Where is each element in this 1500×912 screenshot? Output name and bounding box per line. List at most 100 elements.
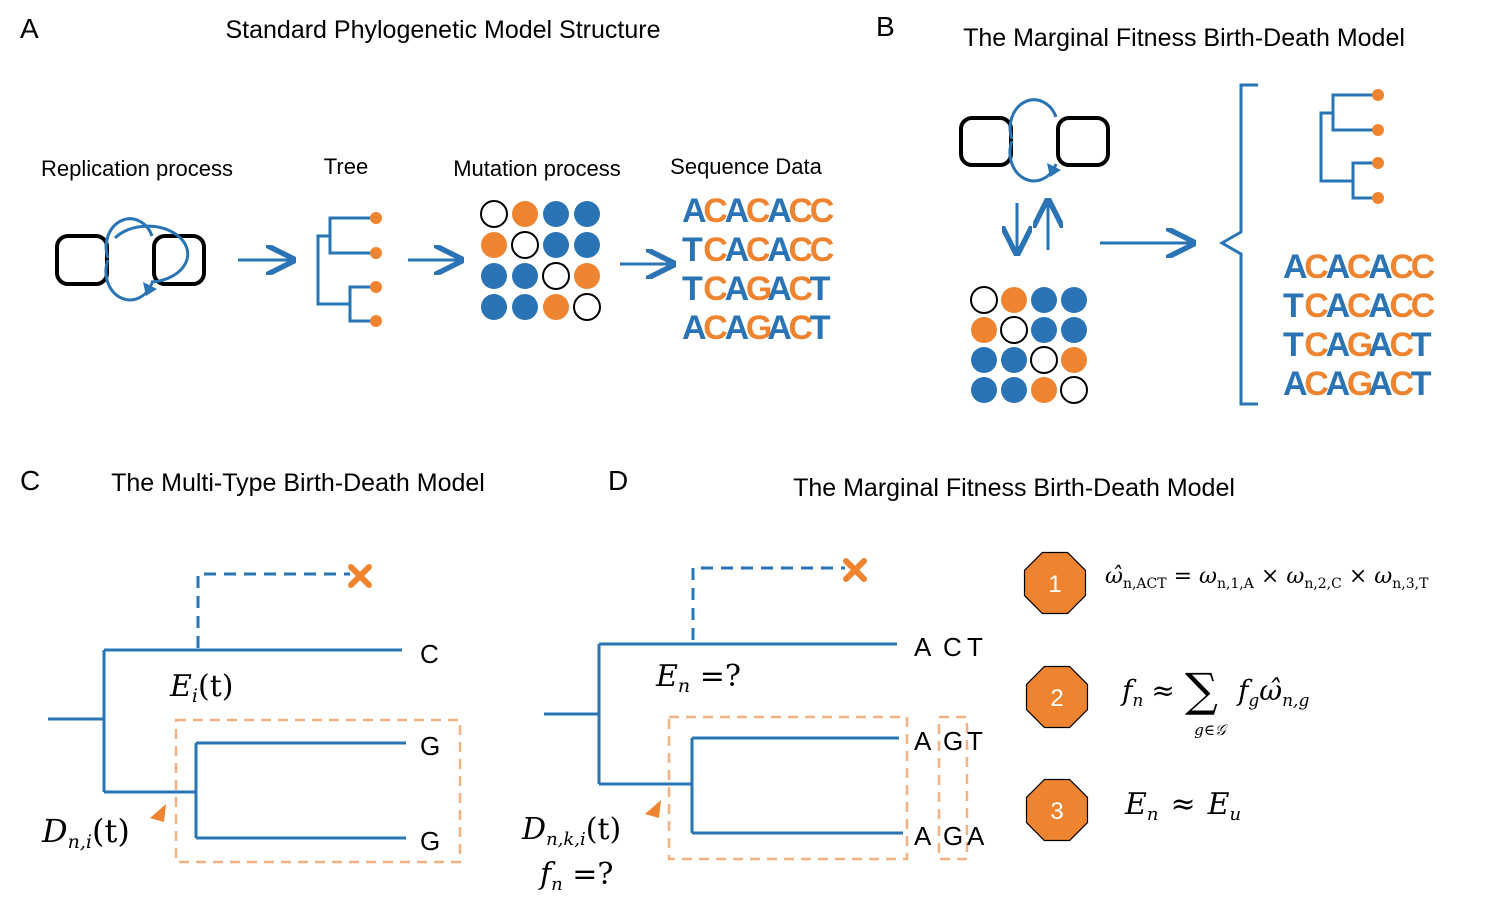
seq-b-letter: C: [1347, 287, 1372, 325]
seq-b-letter: C: [1411, 287, 1436, 325]
matrix-b-cell: [1001, 347, 1027, 373]
extinction-prob-label: Ei(t): [169, 669, 233, 707]
seq-a-letter: C: [746, 231, 771, 269]
step-2: 2 fn≈ ∑ g∈𝒢 fgω̂n,g: [1025, 663, 1309, 739]
seq-b-letter: A: [1283, 248, 1308, 286]
matrix-b-cell: [1061, 347, 1087, 373]
mutation-label: Mutation process: [453, 156, 621, 181]
equation-1: ω̂n,ACT=ωn,1,A×ωn,2,C×ωn,3,T: [1105, 564, 1429, 592]
seq-b-row: ACACACC: [1283, 248, 1435, 286]
seq-b-letter: A: [1368, 248, 1393, 286]
panel-d-title: The Marginal Fitness Birth-Death Model: [793, 474, 1235, 502]
seq-b-letter: C: [1304, 287, 1329, 325]
seq-b-letter: C: [1347, 248, 1372, 286]
seq-a-letter: A: [725, 231, 750, 269]
matrix-b-cell: [1001, 377, 1027, 403]
seq-b-letter: T: [1283, 287, 1304, 325]
seq-b-row: TCACACC: [1283, 287, 1435, 325]
seq-b-letter: C: [1390, 287, 1415, 325]
sum-symbol: ∑: [1185, 663, 1218, 717]
extinction-x-icon-d: [843, 558, 867, 582]
replication-cycle-icon-b: [959, 98, 1110, 183]
mutation-matrix: [480, 200, 601, 321]
extinction-unknown-label: En =?: [655, 659, 741, 697]
seq-a-letter: C: [789, 270, 814, 308]
seq-a-letter: G: [746, 309, 772, 347]
matrix-a-cell: [481, 263, 507, 289]
seq-b-letter: C: [1390, 248, 1415, 286]
tree-tips: [370, 212, 382, 327]
panel-a-letter: A: [20, 13, 39, 44]
step-number-1: 1: [1048, 571, 1061, 598]
matrix-a-cell: [573, 293, 601, 321]
highlight-box: [174, 718, 462, 864]
matrix-b-cell: [1031, 377, 1057, 403]
tree-label: Tree: [324, 154, 368, 179]
matrix-a-cell: [543, 294, 569, 320]
seq-b-letter: G: [1347, 365, 1373, 403]
seq-a-letter: A: [682, 309, 707, 347]
matrix-a-cell: [512, 263, 538, 289]
fitness-unknown-label: fn =?: [538, 857, 613, 895]
matrix-b-cell: [971, 377, 997, 403]
seq-b-letter: C: [1304, 326, 1329, 364]
matrix-a-cell: [574, 201, 600, 227]
seq-a-letter: C: [703, 270, 728, 308]
seq-a-letter: G: [746, 270, 772, 308]
tree-tips-b: [1372, 89, 1384, 204]
octagon-badge-2: [1025, 665, 1089, 729]
sum-subscript: g∈𝒢: [1194, 721, 1228, 739]
seq-a-letter: C: [703, 309, 728, 347]
matrix-b-cell: [1031, 287, 1057, 313]
extinct-lineage-d: [691, 566, 845, 640]
extinct-lineage: [196, 572, 350, 648]
seq-a-letter: C: [789, 231, 814, 269]
seq-b-letter: A: [1326, 326, 1351, 364]
matrix-b-cell: [1061, 287, 1087, 313]
matrix-a-cell: [512, 201, 538, 227]
matrix-b-cell: [1031, 317, 1057, 343]
seq-a-row: ACACACC: [682, 192, 834, 230]
octagon-badge-1: [1023, 551, 1087, 615]
matrix-b-cell: [1000, 316, 1028, 344]
tree-icon: [316, 216, 374, 323]
seq-a-letter: T: [682, 270, 703, 308]
seq-b-letter: C: [1304, 248, 1329, 286]
seq-a-letter: C: [703, 192, 728, 230]
tip-label-c3: G: [420, 826, 440, 856]
seq-b-letter: A: [1326, 365, 1351, 403]
step-number-2: 2: [1050, 685, 1063, 712]
seq-b-letter: C: [1411, 248, 1436, 286]
seq-b-letter: A: [1368, 365, 1393, 403]
seq-a-letter: A: [725, 309, 750, 347]
tree-d: [544, 642, 903, 835]
seq-a-letter: A: [725, 270, 750, 308]
seq-a-row: ACAGACT: [682, 309, 831, 347]
seq-b-letter: T: [1283, 326, 1304, 364]
equation-3: En≈Eu: [1124, 787, 1241, 825]
seq-b-letter: C: [1304, 365, 1329, 403]
seq-a-letter: A: [767, 192, 792, 230]
seq-b-letter: A: [1326, 248, 1351, 286]
brace: [1219, 83, 1258, 406]
highlight-box-d: [667, 715, 909, 861]
matrix-a-cell: [542, 262, 570, 290]
matrix-b-cell: [1030, 346, 1058, 374]
seq-a-letter: A: [725, 192, 750, 230]
matrix-a-cell: [481, 232, 507, 258]
seq-a-letter: C: [703, 231, 728, 269]
d-prob-label: Dn,i(t): [41, 812, 130, 853]
matrix-a-cell: [481, 294, 507, 320]
panel-a: A Standard Phylogenetic Model Structure …: [20, 13, 834, 347]
matrix-a-cell: [574, 232, 600, 258]
panel-c-letter: C: [20, 465, 40, 496]
step-3: 3 En≈Eu: [1025, 778, 1241, 842]
matrix-b-cell: [970, 286, 998, 314]
